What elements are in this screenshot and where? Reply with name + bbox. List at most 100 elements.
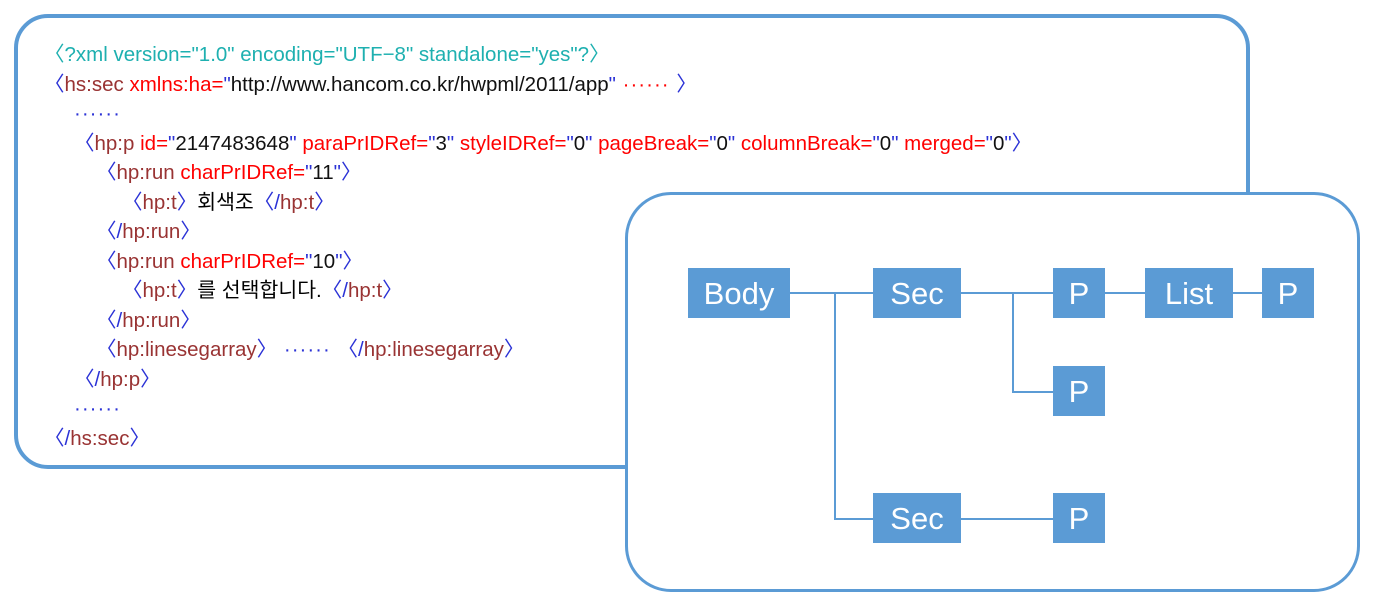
edge-p1-list-h [1105,292,1145,294]
code-token: 10 [312,249,336,273]
code-token: 〉 [314,190,335,214]
node-label: P [1068,500,1090,536]
node-p-3[interactable]: P [1053,366,1105,416]
code-token: ······ [74,102,121,125]
code-token: hp:run [122,308,181,332]
line-hp-run-close-1: 〈/hp:run〉 [44,217,1232,247]
line-ellipsis-2: ······ [44,394,1232,424]
code-token: 〉 [1011,131,1033,155]
edge-body-trunk-h [790,292,835,294]
code-token: " [585,131,593,155]
code-token: 〈 [96,161,117,184]
code-token: " [333,161,341,184]
code-token: 〉 [676,72,697,96]
node-label: List [1164,275,1214,311]
code-token: 〈 [96,249,117,273]
code-token: " [608,72,616,96]
code-token: hp:run [122,220,181,243]
code-token: 〈/ [44,426,71,450]
code-token: 〉 [382,279,403,302]
code-token: " [168,131,176,155]
code-token: ······ [74,397,121,420]
code-token: 〉 [180,308,201,332]
code-token: " [446,131,455,155]
code-token: 11 [312,161,334,184]
code-token: " [305,249,313,273]
node-label: P [1277,275,1299,311]
code-token: hp:run [116,161,181,184]
code-token: hs:sec [70,426,130,450]
code-token: xmlns:ha= [129,72,224,96]
code-token: " [727,131,736,155]
code-token: " [1004,131,1012,155]
node-sec-2[interactable]: Sec [873,493,961,543]
code-token: 〉 [129,426,150,450]
line-hs-sec-open: 〈hs:sec xmlns:ha= "http://www.hancom.co.k… [44,70,1232,100]
code-token: " [566,131,574,155]
code-token: 〉 [176,190,198,214]
node-sec-1[interactable]: Sec [873,268,961,318]
node-list[interactable]: List [1145,268,1233,318]
code-token: " [305,161,313,184]
code-token: hp:t [347,279,383,302]
code-token: ······ [615,72,677,96]
line-hp-p-open: 〈hp:p id="2147483648" paraPrIDRef="3" st… [44,129,1232,159]
node-label: Sec [890,275,944,311]
code-token: http://www.hancom.co.kr/hwpml/2011/app [230,72,609,96]
edge-sec1-p1-h [1012,292,1053,294]
code-token: charPrIDRef= [180,161,306,184]
node-p-2[interactable]: P [1262,268,1314,318]
xml-code-block: 〈?xml version="1.0" encoding="UTF−8" sta… [44,40,1232,453]
code-token: hp:t [142,190,177,214]
code-token: " [335,249,343,273]
code-token: 〈/ [253,190,280,214]
edge-body-trunk-v [834,292,836,518]
code-token: 〉 [256,338,278,361]
line-hs-sec-close: 〈/hs:sec〉 [44,424,1232,454]
code-token: " [891,131,899,155]
code-token: 를 선택합니다. [197,279,322,302]
code-token: hp:run [116,249,181,273]
line-hp-t-select: 〈hp:t〉를 선택합니다.〈/hp:t〉 [44,276,1232,306]
edge-sec1-trunk-v [1012,292,1014,391]
line-hp-run-open-11: 〈hp:run charPrIDRef="11"〉 [44,158,1232,188]
code-token: 0 [573,131,586,155]
code-token: 〉 [180,220,201,243]
code-token: 〉 [176,279,198,302]
code-token: 3 [435,131,447,155]
code-token: 〉 [140,367,161,391]
code-token: ······ [277,338,338,361]
code-token: " [872,131,880,155]
code-token: 〈 [44,72,65,96]
code-token: merged= [898,131,986,155]
node-p-4[interactable]: P [1053,493,1105,543]
code-token: 〈/ [96,220,123,243]
code-token: hs:sec [64,72,130,96]
code-token: charPrIDRef= [180,249,306,273]
code-token: 2147483648 [175,131,290,155]
code-token: 〈/ [321,279,348,302]
code-token: " [985,131,993,155]
code-token: hp:p [100,367,141,391]
code-token: hp:t [280,190,315,214]
node-p-1[interactable]: P [1053,268,1105,318]
line-linesegarray: 〈hp:linesegarray〉 ······ 〈/hp:linesegarr… [44,335,1232,365]
code-token: 〈 [74,131,95,155]
code-token: 〈?xml version="1.0" encoding="UTF−8" sta… [44,43,610,66]
code-token: columnBreak= [735,131,873,155]
code-token: 0 [716,131,728,155]
edge-list-p2-h [1233,292,1262,294]
node-label: Sec [890,500,944,536]
code-token: 〈/ [96,308,123,332]
code-token: 회색조 [197,190,254,214]
line-xml-declaration: 〈?xml version="1.0" encoding="UTF−8" sta… [44,40,1232,70]
code-token: 〈 [122,279,143,302]
edge-sec1-p3-h [1012,391,1053,393]
node-body[interactable]: Body [688,268,790,318]
code-token: 〉 [503,338,525,361]
code-token: 〈 [96,338,117,361]
code-token: 0 [879,131,892,155]
code-token: pageBreak= [592,131,710,155]
node-label: Body [703,275,775,311]
